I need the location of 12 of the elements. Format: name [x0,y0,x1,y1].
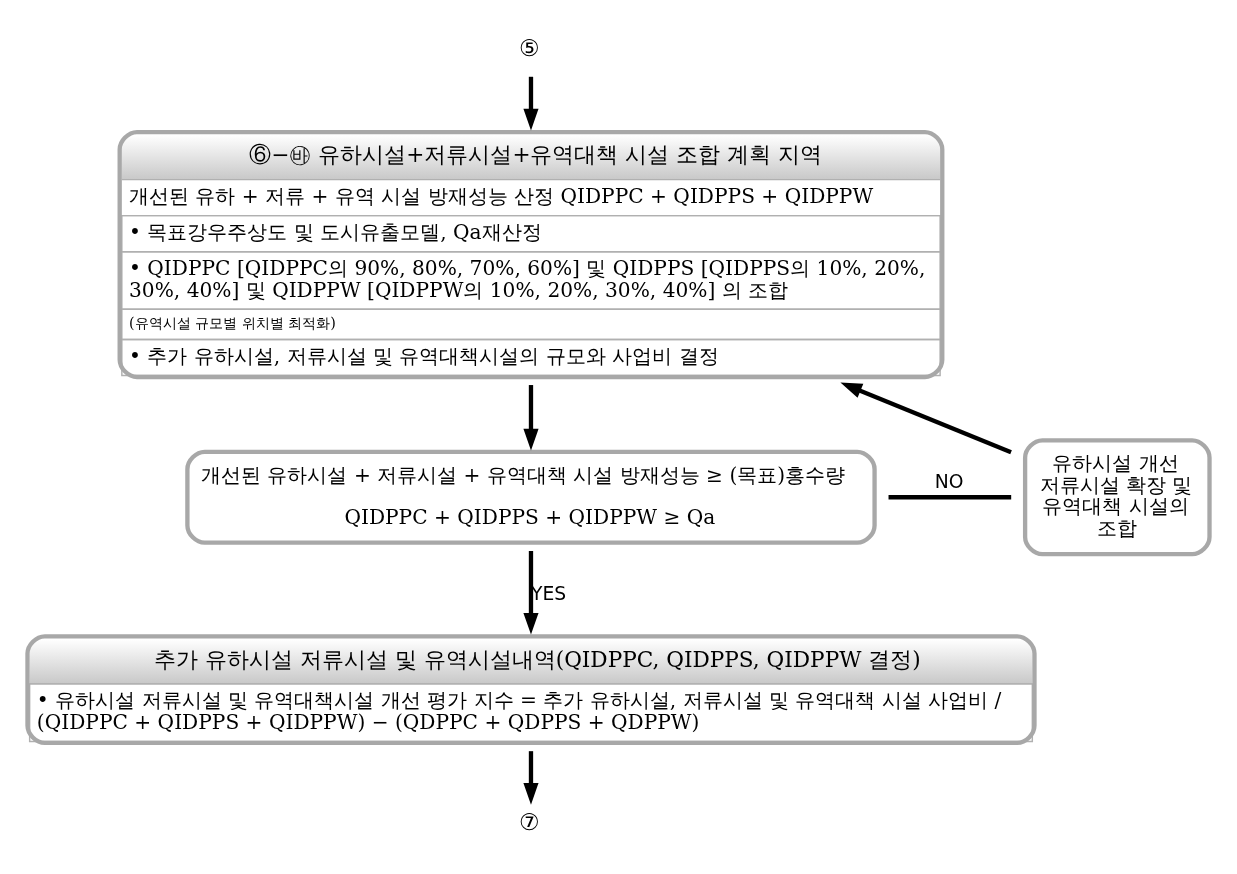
edge-label: YES [530,582,567,604]
node-text: ⑦ [519,808,541,835]
arrow [523,750,539,805]
arrow [523,384,539,450]
arrow [523,550,539,635]
node-text: ⑤ [519,34,541,61]
node-box: 유하시설 개선 저류시설 확장 및 유역대책 시설의 조합 [1022,437,1212,556]
arrow [523,76,539,130]
connector [888,494,1012,499]
arrow [840,382,1012,454]
node-box: 개선된 유하시설 + 저류시설 + 유역대책 시설 방재성능 ≥ (목표)홍수량 QIDPPC + QIDPPS + QIDPPW ≥ Qa [185,449,877,545]
edge-label: NO [934,470,964,492]
